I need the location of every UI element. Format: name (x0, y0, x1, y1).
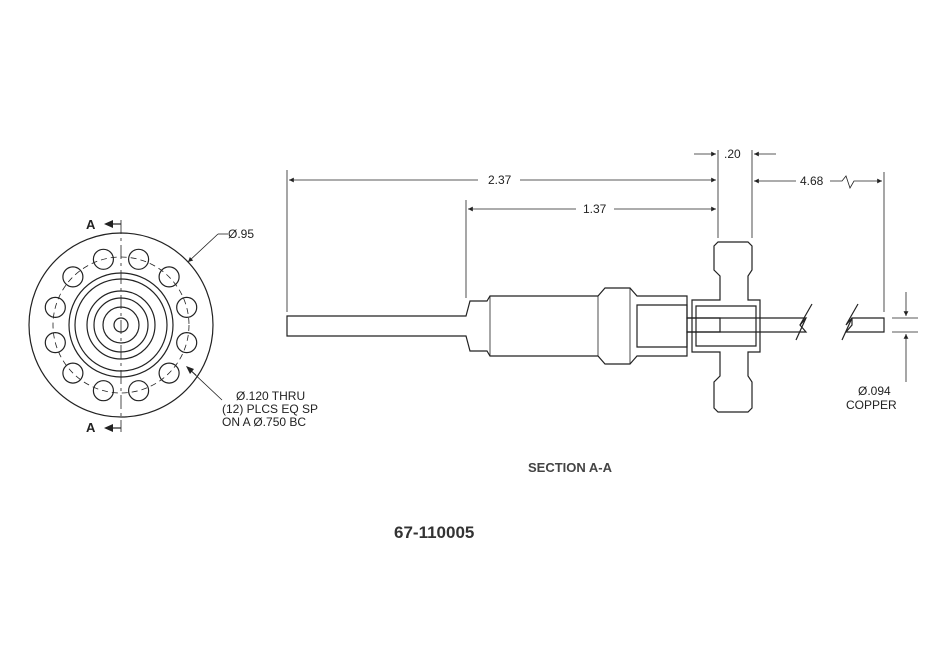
dimension-2-37: 2.37 (488, 173, 512, 187)
dimension-4-68: 4.68 (800, 174, 824, 188)
bolt-hole (62, 266, 84, 288)
bolt-hole (92, 380, 115, 402)
section-view (286, 241, 885, 413)
dimension-0-20: .20 (724, 147, 741, 161)
holes-note-line-2: (12) PLCS EQ SP (222, 402, 318, 416)
bolt-holes (44, 248, 198, 402)
bolt-hole (44, 296, 66, 318)
section-marker-top: A (86, 217, 96, 232)
bolt-hole (176, 296, 198, 318)
dimension-1-37: 1.37 (583, 202, 607, 216)
section-title: SECTION A-A (528, 460, 613, 475)
flange-inner-bore (695, 305, 757, 347)
bolt-hole (158, 266, 180, 288)
copper-wire-end (844, 317, 885, 333)
wire-diameter-label: Ø.094 (858, 384, 891, 398)
section-marker-bottom: A (86, 420, 96, 435)
holes-note-line-3: ON A Ø.750 BC (222, 415, 306, 429)
dimensions: 2.37 1.37 .20 4.68 Ø.094 COPPER (286, 147, 918, 412)
bolt-hole (158, 362, 180, 384)
end-view: A A Ø.95 Ø.120 THRU (12) PLCS EQ SP ON A… (28, 217, 318, 435)
insulator-region (636, 304, 688, 348)
wire-material-label: COPPER (846, 398, 897, 412)
bolt-hole (176, 332, 198, 354)
bolt-hole (44, 332, 66, 354)
break-symbol-left (795, 303, 813, 341)
bolt-hole (92, 248, 115, 270)
break-symbol-right (841, 303, 859, 341)
flange-body (691, 241, 761, 413)
bolt-hole (62, 362, 84, 384)
flange-diameter-label: Ø.95 (228, 227, 254, 241)
holes-note-line-1: Ø.120 THRU (236, 389, 305, 403)
bolt-hole (128, 248, 150, 270)
part-number: 67-110005 (394, 523, 474, 542)
copper-wire (686, 317, 808, 333)
pin-hatched-body (286, 287, 721, 365)
bolt-hole (128, 380, 150, 402)
bolt-circle (52, 256, 190, 394)
